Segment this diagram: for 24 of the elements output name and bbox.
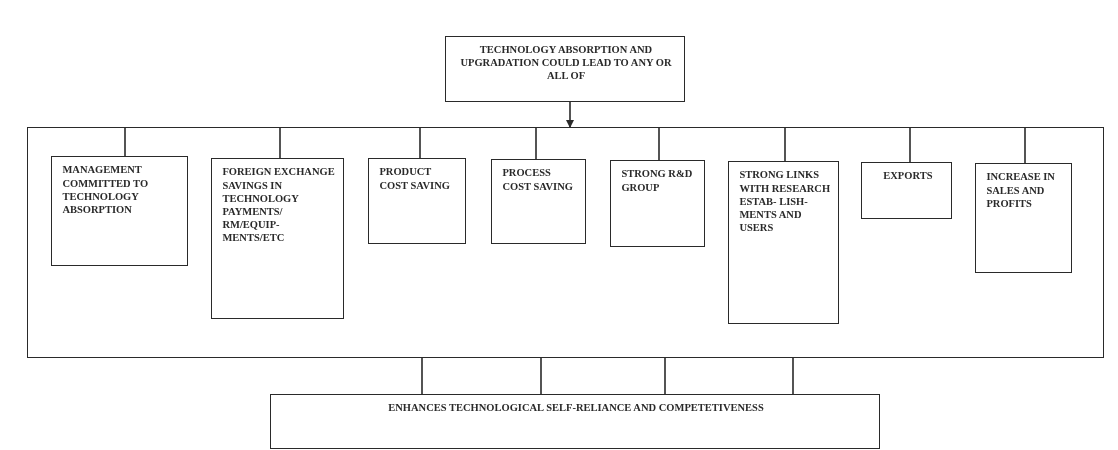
text-box: INCREASE IN SALES AND PROFITS [975,163,1073,274]
connector-line [1024,126,1026,165]
text-box: EXPORTS [861,162,953,220]
connector-line [419,126,421,160]
connector-line [664,357,666,395]
connector-line [658,126,660,162]
text-box: PROCESS COST SAVING [491,159,587,245]
connector-line [421,357,423,395]
connector-line [784,126,786,163]
connector-line [279,126,281,160]
text-box: ENHANCES TECHNOLOGICAL SELF-RELIANCE AND COMPETETIVENESS [270,394,880,449]
connector-line [909,126,911,164]
arrow [566,101,574,128]
text-box: PRODUCT COST SAVING [368,158,467,245]
text-box: TECHNOLOGY ABSORPTION AND UPGRADATION COULD LEAD TO ANY OR ALL OF [445,36,685,102]
connector-line [540,357,542,395]
text-box: STRONG LINKS WITH RESEARCH ESTAB- LISH- MENTS AND USERS [728,161,840,325]
connector-line [792,357,794,395]
group-frame [27,127,1104,358]
text-box: STRONG R&D GROUP [610,160,706,248]
text-box: FOREIGN EXCHANGE SAVINGS IN TECHNOLOGY PAYMENTS/ RM/EQUIP- MENTS/ETC [211,158,345,320]
connector-line [124,126,126,158]
connector-line [535,126,537,161]
text-box: MANAGEMENT COMMITTED TO TECHNOLOGY ABSORPTION [51,156,189,267]
